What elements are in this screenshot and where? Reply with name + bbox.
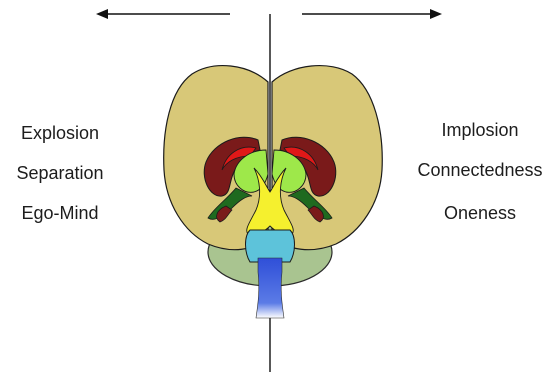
left-arrow <box>96 9 230 19</box>
label-connectedness: Connectedness <box>410 160 548 180</box>
brainstem <box>256 258 284 318</box>
label-implosion: Implosion <box>410 120 548 140</box>
label-explosion: Explosion <box>0 123 120 143</box>
pons <box>246 230 295 262</box>
label-ego-mind: Ego-Mind <box>0 203 120 223</box>
label-oneness: Oneness <box>410 203 548 223</box>
right-arrow <box>302 9 442 19</box>
label-separation: Separation <box>0 163 120 183</box>
